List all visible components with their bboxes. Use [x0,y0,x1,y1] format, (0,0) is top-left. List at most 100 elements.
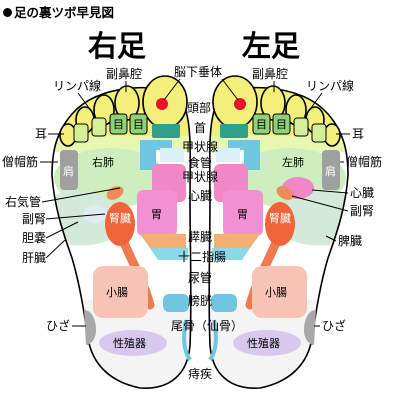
left-pituitary-dot [234,98,246,110]
left-genital-zone [233,330,301,356]
right-eye-zone-1 [129,113,148,135]
right-small-intestine-label: 小腸 [106,286,128,299]
left-neck-zone [220,124,248,138]
right-lung-label: 右肺 [92,155,114,169]
right-thyroid-zone [140,140,172,170]
right-ear-zone-2 [73,123,89,143]
label-heart: 心臓 [188,189,212,203]
label-pancreas: 膵臓 [188,230,212,244]
left-foot-title: 左足 [242,29,300,63]
right-eye-zone-2 [109,113,128,135]
right-shoulder-zone [60,150,78,190]
left-adrenal-zone [276,186,294,200]
leader-right-liver [45,239,66,259]
right-foot: 目 目 肩 右肺 胃 腎臓 小腸 性殖器 [51,75,192,389]
label-right-knee: ひざ [46,318,70,333]
right-duodenum-zone [150,248,188,260]
left-genital-label: 性殖器 [247,336,280,350]
right-small-intestine-zone [93,266,148,318]
right-esophagus-zone [160,148,184,162]
label-right-adrenal: 副腎 [22,212,46,226]
page-title-text: 足の裏ツボ早見図 [14,5,115,20]
label-parathyroid: 甲状腺 [182,170,218,184]
label-left-heart: 心臓 [350,186,374,200]
left-ear-zone-2 [311,123,327,143]
label-coccyx: 尾骨（仙骨） [171,319,243,333]
left-foot: 目 目 肩 左肺 胃 腎臓 小腸 性殖器 [208,75,349,389]
leader-pituitary-left [221,78,239,101]
right-gallbladder-zone [83,205,107,223]
right-genital-zone [99,330,167,356]
left-side-labels: 副鼻腔 リンパ線 耳 僧帽筋 心臓 副腎 脾臓 ひざ [252,66,382,333]
right-genital-label: 性殖器 [113,336,146,350]
right-foot-title: 右足 [88,29,146,63]
left-ear-zone-1 [293,117,309,137]
left-thyroid-zone [228,140,260,170]
label-right-ear: 耳 [35,127,47,141]
right-pituitary-dot [156,98,168,110]
leader-left-heart [311,189,349,194]
label-left-trapezius: 僧帽筋 [346,154,382,169]
right-eye-label-2: 目 [113,118,124,131]
label-duodenum: 十二指腸 [178,249,226,264]
right-knee-zone [84,310,96,345]
left-bladder-zone [211,294,237,312]
left-shoulder-zone [322,150,340,190]
leader-left-lymph [307,92,323,113]
label-left-knee: ひざ [322,318,346,333]
right-stomach-label: 胃 [151,208,162,221]
leader-pituitary-right [163,78,181,101]
label-thyroid: 甲状腺 [182,140,218,154]
label-right-sinus: 副鼻腔 [106,66,142,81]
right-eye-label-1: 目 [133,118,144,131]
left-eye-zone-2 [272,113,291,135]
right-kidney-zone [105,202,135,246]
leader-right-bronchus [41,187,121,203]
center-labels: 脳下垂体 頭部 首 甲状腺 食管 甲状腺 心臓 膵臓 十二指腸 尿管 膀胱 尾骨… [163,65,243,381]
leader-right-gallbladder [45,221,79,239]
left-stomach-zone [223,190,263,236]
leader-right-lymph [77,92,93,113]
left-eye-zone-1 [252,113,271,135]
right-side-labels: 副鼻腔 リンパ線 耳 僧帽筋 右気管 副腎 胆嚢 肝臓 ひざ [2,66,142,333]
left-foot-outline [208,86,349,389]
label-right-gallbladder: 胆嚢 [22,230,46,245]
left-kidney-zone [265,202,295,246]
left-kidney-label: 腎臓 [269,212,291,225]
label-left-sinus: 副鼻腔 [252,66,288,81]
leader-right-adrenal [45,213,106,220]
label-left-spleen: 脾臓 [338,233,362,248]
leader-left-adrenal [291,195,349,212]
label-neck: 首 [194,121,206,135]
label-esophagus: 食管 [188,155,212,170]
label-right-trapezius: 僧帽筋 [2,154,38,169]
right-shoulder-label: 肩 [63,164,74,178]
left-coccyx-zone [208,319,218,362]
label-left-lymph: リンパ線 [306,78,354,93]
right-kidney-label: 腎臓 [109,212,131,225]
label-left-adrenal: 副腎 [350,204,374,218]
label-right-bronchus: 右気管 [5,194,41,209]
left-esophagus-zone [216,148,240,162]
left-stomach-label: 胃 [237,208,248,221]
left-lung-label: 左肺 [282,156,304,169]
leader-left-spleen [325,235,337,242]
left-small-intestine-label: 小腸 [265,286,287,299]
left-spleen-zone [278,190,346,246]
right-ear-zone-1 [91,117,107,137]
left-shoulder-label: 肩 [325,164,336,178]
page-title: 足の裏ツボ早見図 [3,2,114,21]
right-neck-zone [152,124,180,138]
label-left-ear: 耳 [352,127,364,141]
bullet-icon [3,8,12,17]
left-knee-zone [304,310,316,345]
label-bladder: 膀胱 [188,293,212,308]
left-eye-label-2: 目 [276,118,287,131]
label-ureter: 尿管 [188,270,212,285]
right-pancreas-zone [140,234,186,248]
left-pancreas-zone [214,234,260,248]
label-pituitary: 脳下垂体 [174,65,222,79]
left-small-intestine-zone [252,266,307,318]
right-foot-outline [51,86,192,389]
